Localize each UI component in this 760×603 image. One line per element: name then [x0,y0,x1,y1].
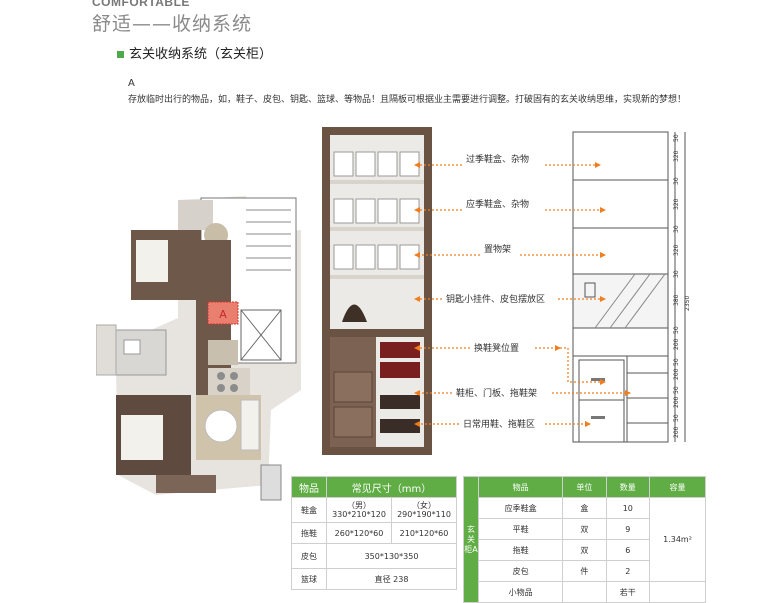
intro-text: 存放临时出行的物品，如，鞋子、皮包、钥匙、篮球、等物品！且隔板可根据业主需要进行… [128,95,687,105]
brand-label: COMFORTABLE [92,0,190,9]
section-title: 玄关收纳系统（玄关柜） [117,43,272,62]
callout-key-bag: 钥匙小挂件、皮包摆放区 [446,293,545,305]
svg-text:50: 50 [673,134,680,142]
intro-label: A [128,78,135,89]
item-size-table: 物品 常见尺寸（mm） 鞋盒 （男）330*210*120 （女）290*190… [291,476,457,590]
callout-shelf: 置物架 [484,243,511,255]
callout-bench: 换鞋凳位置 [474,342,519,354]
svg-text:200: 200 [673,368,680,380]
table2-side-label: 玄关柜A [463,476,479,603]
cabinet-rendering [322,127,432,455]
svg-text:30: 30 [673,270,680,278]
svg-text:50: 50 [673,414,680,422]
capacity-value: 1.34m² [649,497,706,582]
svg-text:200: 200 [673,426,680,438]
table-row: 鞋盒 （男）330*210*120 （女）290*190*110 [291,497,457,523]
svg-text:320: 320 [673,244,680,256]
table-row: 小物品若干 [464,581,706,603]
svg-text:50: 50 [673,358,680,366]
svg-text:50: 50 [673,326,680,334]
table1-header-size: 常见尺寸（mm） [326,476,457,498]
page-title: 舒适——收纳系统 [92,13,253,35]
svg-text:30: 30 [673,177,680,185]
svg-text:320: 320 [673,198,680,210]
svg-text:380: 380 [673,294,680,306]
svg-text:320: 320 [673,150,680,162]
svg-text:50: 50 [673,386,680,394]
callout-layer: 过季鞋盒、杂物 应季鞋盒、杂物 置物架 钥匙小挂件、皮包摆放区 换鞋凳位置 鞋柜… [414,153,631,430]
callout-off-season-box: 过季鞋盒、杂物 [466,153,529,165]
svg-text:2350: 2350 [684,296,691,311]
svg-text:200: 200 [673,396,680,408]
intro-block: A 存放临时出行的物品，如，鞋子、皮包、钥匙、篮球、等物品！且隔板可根据业主需要… [128,76,728,108]
cabinet-elevation-drawing: 50 320 30 320 30 320 30 380 50 200 50 20… [572,131,691,443]
floor-plan-marker: A [219,308,227,321]
table-row: 篮球直径 238 [291,568,457,590]
callout-shoe-cabinet: 鞋柜、门板、拖鞋架 [456,387,537,399]
svg-text:200: 200 [673,338,680,350]
table1-header-item: 物品 [291,476,327,498]
svg-text:30: 30 [673,225,680,233]
floor-plan: A [96,196,301,501]
callout-daily-shoes: 日常用鞋、拖鞋区 [463,418,535,430]
bullet-square-icon [117,51,124,58]
section-title-text: 玄关收纳系统（玄关柜） [129,47,273,62]
callout-in-season-box: 应季鞋盒、杂物 [466,198,529,210]
